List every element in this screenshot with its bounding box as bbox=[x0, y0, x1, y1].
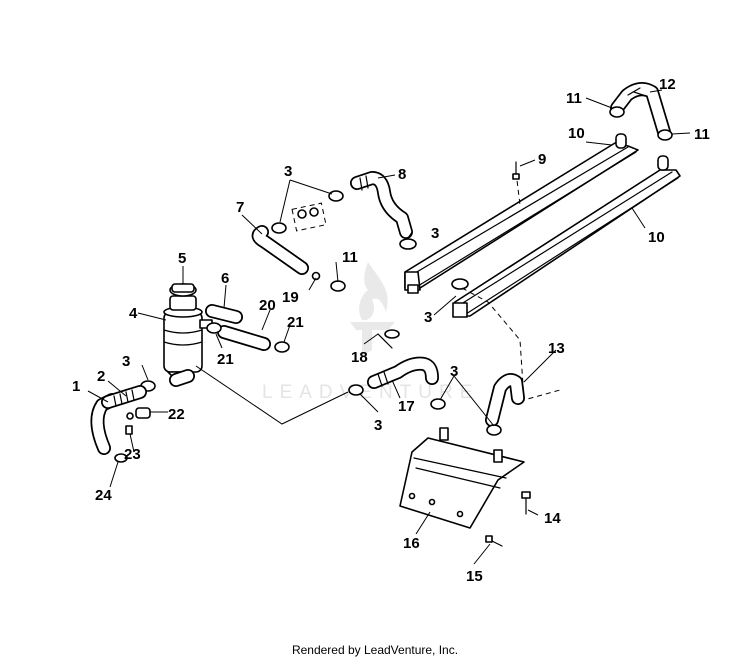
callout-14: 14 bbox=[544, 510, 561, 527]
callout-3-reservoir: 3 bbox=[122, 353, 130, 370]
reservoir-cap[interactable] bbox=[169, 283, 197, 297]
callout-3-thermostat: 3 bbox=[284, 163, 292, 180]
callout-3-rail: 3 bbox=[424, 309, 432, 326]
callout-19: 19 bbox=[282, 289, 299, 306]
clamp-11-left[interactable] bbox=[609, 106, 625, 118]
callout-6: 6 bbox=[221, 270, 229, 287]
callout-16: 16 bbox=[403, 535, 420, 552]
hose-clip-18[interactable] bbox=[377, 329, 400, 349]
clamp-3-hose8[interactable] bbox=[399, 238, 417, 250]
reservoir-outlet-fitting[interactable] bbox=[169, 369, 195, 387]
callout-11-left: 11 bbox=[566, 90, 582, 107]
callout-11-right: 11 bbox=[694, 126, 710, 143]
watermark-text: LEADVENTURE bbox=[262, 382, 479, 403]
clamp-21-right[interactable] bbox=[274, 341, 290, 353]
callout-3-shield: 3 bbox=[450, 363, 458, 380]
hose-17[interactable] bbox=[367, 356, 439, 389]
callout-8: 8 bbox=[398, 166, 406, 183]
heat-exchanger-rail-lower[interactable] bbox=[452, 155, 681, 318]
vent-hose-6[interactable] bbox=[205, 304, 243, 324]
callout-21-left: 21 bbox=[217, 351, 234, 368]
leader-lines bbox=[87, 89, 691, 565]
hose-13[interactable] bbox=[485, 373, 525, 427]
callout-23: 23 bbox=[124, 446, 141, 463]
callout-3-hose8: 3 bbox=[431, 225, 439, 242]
heat-shield-16[interactable] bbox=[399, 427, 525, 529]
plug-23[interactable] bbox=[125, 425, 133, 435]
hose-7[interactable] bbox=[251, 225, 309, 275]
routing-line bbox=[195, 365, 349, 425]
callout-7: 7 bbox=[236, 199, 244, 216]
washer-23[interactable] bbox=[126, 412, 134, 420]
watermark-logo bbox=[350, 262, 395, 356]
callout-15: 15 bbox=[466, 568, 483, 585]
callout-21-right: 21 bbox=[287, 314, 304, 331]
heat-exchanger-rail-upper[interactable] bbox=[404, 133, 639, 294]
footer-credit: Rendered by LeadVenture, Inc. bbox=[291, 643, 459, 657]
clamp-21-left[interactable] bbox=[206, 322, 222, 334]
thermostat-housing[interactable] bbox=[291, 202, 327, 232]
rail-mount-line bbox=[515, 171, 521, 206]
callout-12: 12 bbox=[659, 76, 676, 93]
callout-10-lower: 10 bbox=[648, 229, 665, 246]
clamp-3-rail[interactable] bbox=[451, 278, 469, 290]
callout-20: 20 bbox=[259, 297, 276, 314]
callout-5: 5 bbox=[178, 250, 186, 267]
callout-17: 17 bbox=[398, 398, 415, 415]
hose-13-routing-line bbox=[461, 287, 561, 401]
clamp-3-hose17[interactable] bbox=[348, 384, 364, 396]
clamp-3-shield-right[interactable] bbox=[486, 424, 502, 436]
callout-10-upper: 10 bbox=[568, 125, 585, 142]
screw-15[interactable] bbox=[485, 535, 503, 547]
clamp-11-right[interactable] bbox=[657, 129, 673, 141]
hose-20[interactable] bbox=[217, 325, 271, 351]
clamp-11-center[interactable] bbox=[330, 280, 346, 292]
clamp-3-thermostat[interactable] bbox=[328, 190, 344, 202]
callout-2: 2 bbox=[97, 368, 105, 385]
callout-9: 9 bbox=[538, 151, 546, 168]
rail-screw[interactable] bbox=[512, 161, 520, 180]
clamp-3-hose7[interactable] bbox=[271, 222, 287, 234]
clamp-3-shield-left[interactable] bbox=[430, 398, 446, 410]
clamp-24[interactable] bbox=[114, 453, 128, 463]
corrugated-hose-2[interactable] bbox=[101, 385, 147, 409]
hose-8[interactable] bbox=[350, 171, 413, 239]
callout-13: 13 bbox=[548, 340, 565, 357]
callout-11-center: 11 bbox=[342, 249, 358, 266]
callout-1: 1 bbox=[72, 378, 80, 395]
callout-3-hose17: 3 bbox=[374, 417, 382, 434]
clip-19[interactable] bbox=[311, 271, 321, 281]
callout-4: 4 bbox=[129, 305, 138, 322]
callout-18: 18 bbox=[351, 349, 368, 366]
drain-fitting-22[interactable] bbox=[135, 407, 151, 419]
screw-14[interactable] bbox=[521, 491, 531, 515]
callout-22: 22 bbox=[168, 406, 185, 423]
callout-24: 24 bbox=[95, 487, 112, 504]
